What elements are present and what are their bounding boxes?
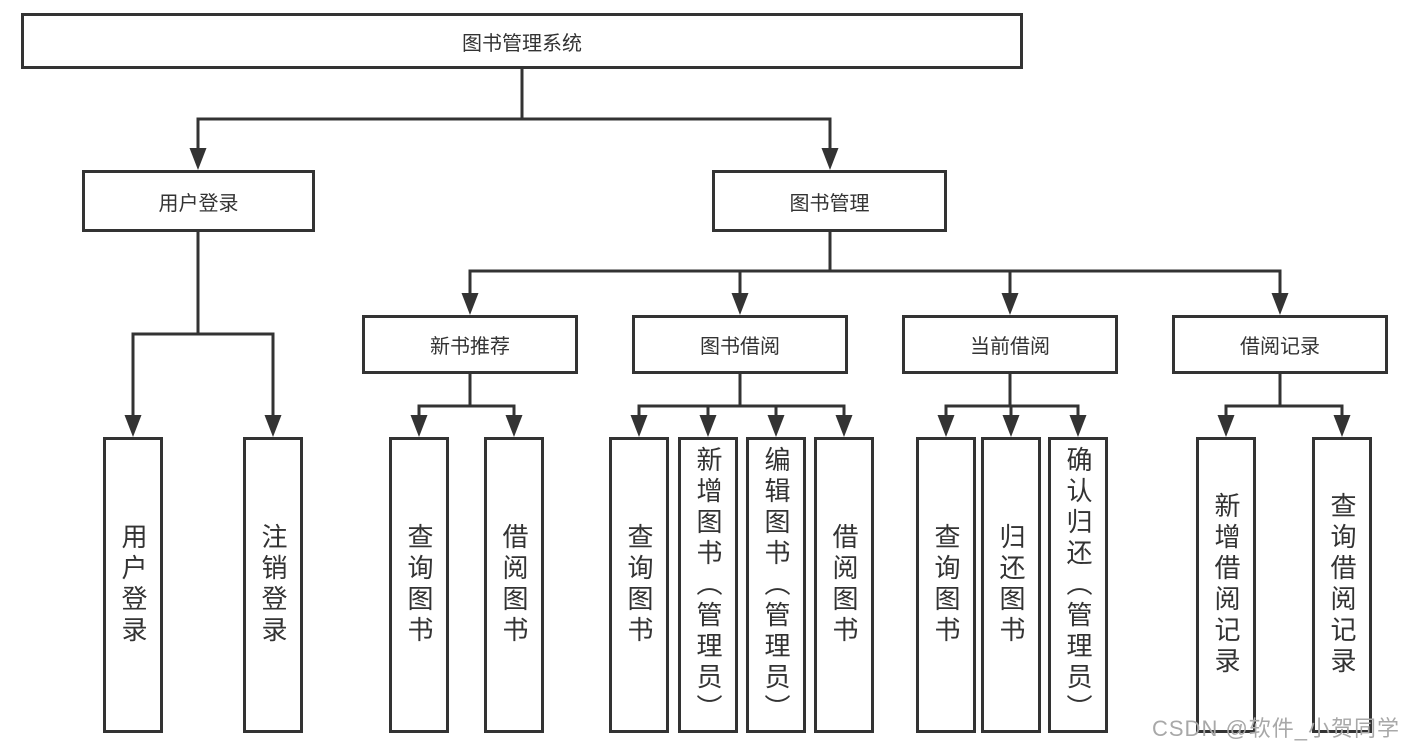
node-label: 图书管理 bbox=[789, 192, 870, 215]
arrowhead-icon bbox=[1333, 415, 1351, 437]
leaf-confirm-return-admin: 确认归还（管理员） bbox=[1048, 437, 1108, 733]
leaf-label: 归还图书 bbox=[996, 523, 1026, 647]
watermark: CSDN @软件_小贺同学 bbox=[1152, 716, 1401, 741]
node-new-book-recommendation: 新书推荐 bbox=[362, 315, 578, 374]
arrowhead-icon bbox=[731, 293, 749, 315]
leaf-edit-books-admin: 编辑图书（管理员） bbox=[746, 437, 806, 733]
arrowhead-icon bbox=[124, 415, 142, 437]
arrowhead-icon bbox=[821, 148, 839, 170]
node-current-borrowing: 当前借阅 bbox=[902, 315, 1118, 374]
leaf-label: 查询借阅记录 bbox=[1327, 492, 1357, 678]
leaf-label: 借阅图书 bbox=[829, 523, 859, 647]
node-user-login: 用户登录 bbox=[82, 170, 315, 232]
leaf-label: 借阅图书 bbox=[499, 523, 529, 647]
leaf-user-login: 用户登录 bbox=[103, 437, 163, 733]
leaf-logout-login: 注销登录 bbox=[243, 437, 303, 733]
leaf-query-borrow-record: 查询借阅记录 bbox=[1312, 437, 1372, 733]
arrowhead-icon bbox=[699, 415, 717, 437]
leaf-return-books: 归还图书 bbox=[981, 437, 1041, 733]
connector-recommend-to-leaves bbox=[417, 374, 516, 417]
arrowhead-icon bbox=[835, 415, 853, 437]
leaf-label: 注销登录 bbox=[258, 523, 288, 647]
arrowhead-icon bbox=[264, 415, 282, 437]
connector-userlogin-to-leaves bbox=[131, 232, 275, 417]
leaf-label: 确认归还（管理员） bbox=[1063, 445, 1093, 725]
arrowhead-icon bbox=[1271, 293, 1289, 315]
node-label: 新书推荐 bbox=[430, 336, 510, 358]
leaf-label: 用户登录 bbox=[118, 523, 148, 647]
leaf-label: 查询图书 bbox=[624, 523, 654, 647]
connector-bookmgmt-to-level3 bbox=[468, 232, 1282, 295]
leaf-label: 编辑图书（管理员） bbox=[761, 445, 791, 725]
node-book-management: 图书管理 bbox=[712, 170, 947, 232]
leaf-query-books-borrowing: 查询图书 bbox=[609, 437, 669, 733]
leaf-query-books-recommend: 查询图书 bbox=[389, 437, 449, 733]
node-label: 用户登录 bbox=[158, 192, 239, 215]
arrowhead-icon bbox=[410, 415, 428, 437]
node-book-borrowing: 图书借阅 bbox=[632, 315, 848, 374]
node-borrowing-records: 借阅记录 bbox=[1172, 315, 1388, 374]
arrowhead-icon bbox=[189, 148, 207, 170]
node-label: 图书借阅 bbox=[700, 336, 780, 358]
arrowhead-icon bbox=[1002, 415, 1020, 437]
node-label: 图书管理系统 bbox=[462, 32, 582, 55]
arrowhead-icon bbox=[1001, 293, 1019, 315]
leaf-label: 查询图书 bbox=[931, 523, 961, 647]
arrowhead-icon bbox=[1217, 415, 1235, 437]
leaf-query-books-current: 查询图书 bbox=[916, 437, 976, 733]
connector-records-to-leaves bbox=[1224, 374, 1344, 417]
arrowhead-icon bbox=[937, 415, 955, 437]
leaf-label: 查询图书 bbox=[404, 523, 434, 647]
connector-current-to-leaves bbox=[944, 374, 1080, 417]
connector-borrowing-to-leaves bbox=[637, 374, 846, 417]
leaf-borrow-books-recommend: 借阅图书 bbox=[484, 437, 544, 733]
arrowhead-icon bbox=[630, 415, 648, 437]
arrowhead-icon bbox=[505, 415, 523, 437]
leaf-add-books-admin: 新增图书（管理员） bbox=[678, 437, 738, 733]
arrowhead-icon bbox=[1069, 415, 1087, 437]
node-label: 借阅记录 bbox=[1240, 336, 1320, 358]
leaf-label: 新增图书（管理员） bbox=[693, 445, 723, 725]
arrowhead-icon bbox=[767, 415, 785, 437]
node-label: 当前借阅 bbox=[970, 336, 1050, 358]
connector-root-to-level2 bbox=[196, 69, 832, 150]
node-library-management-system: 图书管理系统 bbox=[21, 13, 1023, 69]
leaf-label: 新增借阅记录 bbox=[1211, 492, 1241, 678]
leaf-borrow-books-borrowing: 借阅图书 bbox=[814, 437, 874, 733]
arrowhead-icon bbox=[461, 293, 479, 315]
leaf-add-borrow-record: 新增借阅记录 bbox=[1196, 437, 1256, 733]
